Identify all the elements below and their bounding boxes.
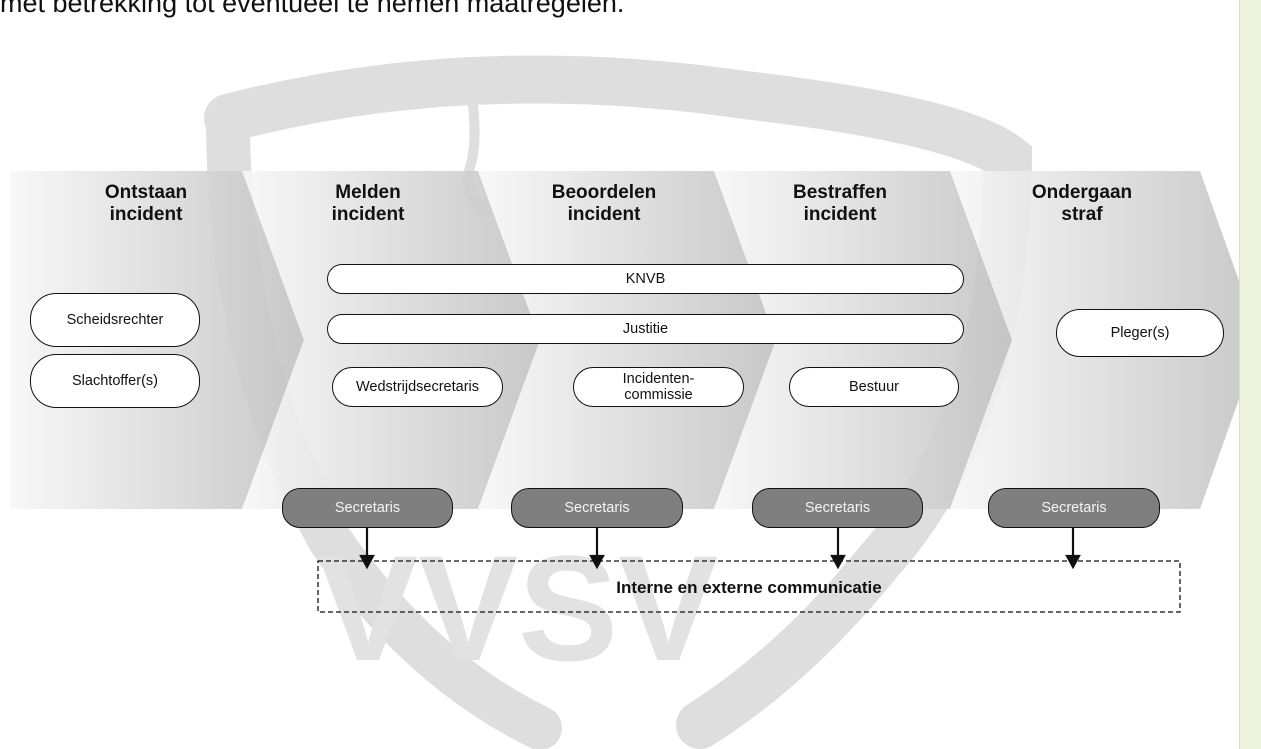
communication-box	[317, 560, 1181, 613]
secretaris-beoordelen: Secretaris	[511, 488, 683, 528]
side-strip	[1239, 0, 1261, 749]
stage-title-ontstaan: Ontstaan incident	[104, 182, 188, 225]
actor-scheidsrechter: Scheidsrechter	[30, 293, 200, 347]
intro-text: met betrekking tot eventueel te nemen ma…	[0, 0, 625, 18]
actor-bestuur: Bestuur	[789, 367, 959, 407]
stage-title-beoordelen: Beoordelen incident	[551, 182, 657, 225]
watermark-text: VVSV	[318, 524, 718, 692]
actor-slachtoffers: Slachtoffer(s)	[30, 354, 200, 408]
communication-label: Interne en externe communicatie	[616, 578, 882, 597]
secretaris-bestraffen: Secretaris	[752, 488, 923, 528]
secretaris-ondergaan: Secretaris	[988, 488, 1160, 528]
stage-title-melden: Melden incident	[331, 182, 405, 225]
actor-wedstrijdsecretaris: Wedstrijdsecretaris	[332, 367, 503, 407]
actor-incidentencommissie: Incidenten- commissie	[573, 367, 744, 407]
stage-title-ondergaan: Ondergaan straf	[1031, 182, 1133, 225]
actor-plegers: Pleger(s)	[1056, 309, 1224, 357]
actor-justitie: Justitie	[327, 314, 964, 344]
arrows	[359, 525, 1081, 570]
actor-knvb: KNVB	[327, 264, 964, 294]
secretaris-melden: Secretaris	[282, 488, 453, 528]
stage-title-bestraffen: Bestraffen incident	[793, 182, 887, 225]
